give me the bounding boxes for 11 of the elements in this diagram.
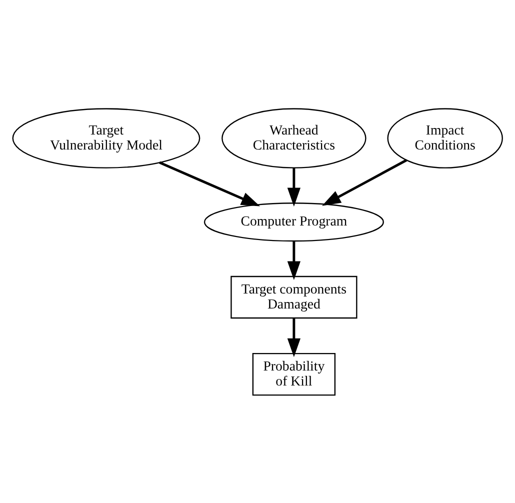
node-ellipse: Computer Program [204, 202, 384, 242]
arrow [287, 318, 301, 357]
arrow [287, 240, 301, 280]
node-ellipse: Impact Conditions [387, 108, 503, 168]
arrow [159, 160, 260, 206]
arrow [287, 167, 301, 206]
node-box: Target components Damaged [230, 275, 358, 318]
node-ellipse: Warhead Characteristics [222, 108, 366, 168]
node-ellipse: Target Vulnerability Model [12, 108, 200, 168]
arrow [322, 158, 408, 206]
node-box: Probability of Kill [252, 352, 336, 396]
